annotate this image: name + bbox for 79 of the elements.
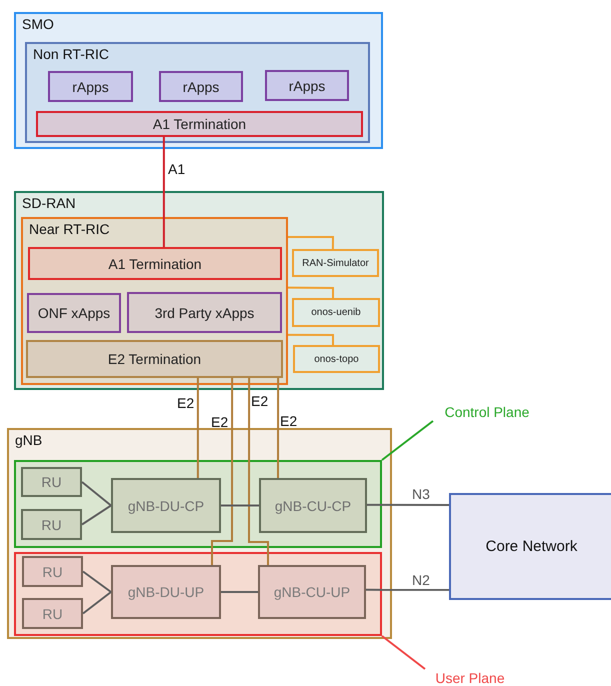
box-label: RU	[42, 606, 63, 622]
group-heading: Near RT-RIC	[29, 221, 110, 237]
edge-label: N3	[412, 486, 430, 502]
connector-line	[196, 378, 199, 478]
box-label: gNB-CU-CP	[274, 498, 352, 514]
process-box	[22, 598, 83, 629]
box-label: ONF xApps	[38, 305, 110, 321]
process-box	[127, 292, 282, 333]
process-box	[258, 565, 366, 619]
process-box	[36, 111, 363, 137]
leader-line	[381, 635, 426, 670]
callout-label: Control Plane	[433, 403, 541, 421]
connector-line	[211, 378, 234, 565]
process-box	[48, 71, 133, 102]
process-box	[111, 478, 221, 533]
group-box	[14, 460, 382, 548]
group-heading: Non RT-RIC	[33, 46, 109, 62]
process-box	[26, 340, 283, 378]
box-label: onos-uenib	[311, 307, 361, 318]
box-label: A1 Termination	[152, 116, 246, 132]
edge-label: A1	[168, 161, 186, 177]
process-box	[111, 565, 221, 619]
process-box	[159, 71, 243, 102]
group-box	[21, 217, 288, 385]
process-box	[28, 247, 282, 280]
box-label: rApps	[72, 78, 109, 94]
box-label: RU	[41, 474, 62, 490]
connector-line	[367, 504, 449, 506]
leader-line	[381, 420, 434, 461]
connector-line	[248, 378, 269, 565]
process-box	[259, 478, 367, 533]
box-label: onos-topo	[314, 354, 359, 364]
connector-line	[288, 334, 334, 345]
group-box	[14, 552, 382, 636]
box-label: RU	[41, 516, 62, 532]
connector-line	[82, 591, 112, 614]
connector-line	[82, 570, 112, 593]
group-box	[14, 191, 384, 390]
process-box	[22, 556, 83, 587]
connector-line	[288, 236, 334, 249]
box-label: gNB-DU-CP	[128, 498, 204, 514]
box-label: gNB-CU-UP	[274, 584, 350, 600]
group-box	[7, 428, 392, 639]
box-label: gNB-DU-UP	[128, 584, 204, 600]
group-heading: SMO	[22, 16, 54, 32]
connector-line	[366, 588, 449, 591]
box-label: RAN-Simulator	[302, 258, 369, 268]
connector-line	[81, 504, 112, 526]
box-label: 3rd Party xApps	[154, 304, 254, 320]
connector-line	[288, 286, 334, 298]
box-label: rApps	[288, 78, 326, 94]
connector-line	[81, 481, 112, 506]
box-label: rApps	[182, 78, 220, 94]
box-label: E2 Termination	[108, 351, 202, 367]
connector-line	[162, 137, 165, 247]
connector-line	[221, 504, 259, 506]
group-heading: gNB	[15, 432, 42, 448]
box-label: A1 Termination	[108, 256, 202, 272]
callout-label: User Plane	[425, 669, 515, 686]
process-box	[27, 293, 121, 333]
process-box	[21, 467, 82, 497]
box-label: Core Network	[486, 538, 578, 555]
edge-label: E2	[177, 395, 194, 411]
process-box	[265, 70, 349, 101]
process-box	[21, 509, 82, 540]
process-box	[293, 345, 380, 373]
connector-line	[277, 378, 280, 478]
edge-label: E2	[211, 414, 228, 430]
edge-label: E2	[251, 393, 268, 409]
group-box	[14, 12, 383, 149]
process-box	[292, 249, 379, 277]
box-label: RU	[42, 564, 63, 580]
process-box	[449, 493, 611, 600]
edge-label: N2	[412, 572, 430, 588]
group-box	[25, 42, 370, 143]
connector-line	[221, 591, 258, 593]
process-box	[292, 298, 380, 327]
group-heading: SD-RAN	[22, 195, 76, 211]
edge-label: E2	[280, 413, 298, 429]
